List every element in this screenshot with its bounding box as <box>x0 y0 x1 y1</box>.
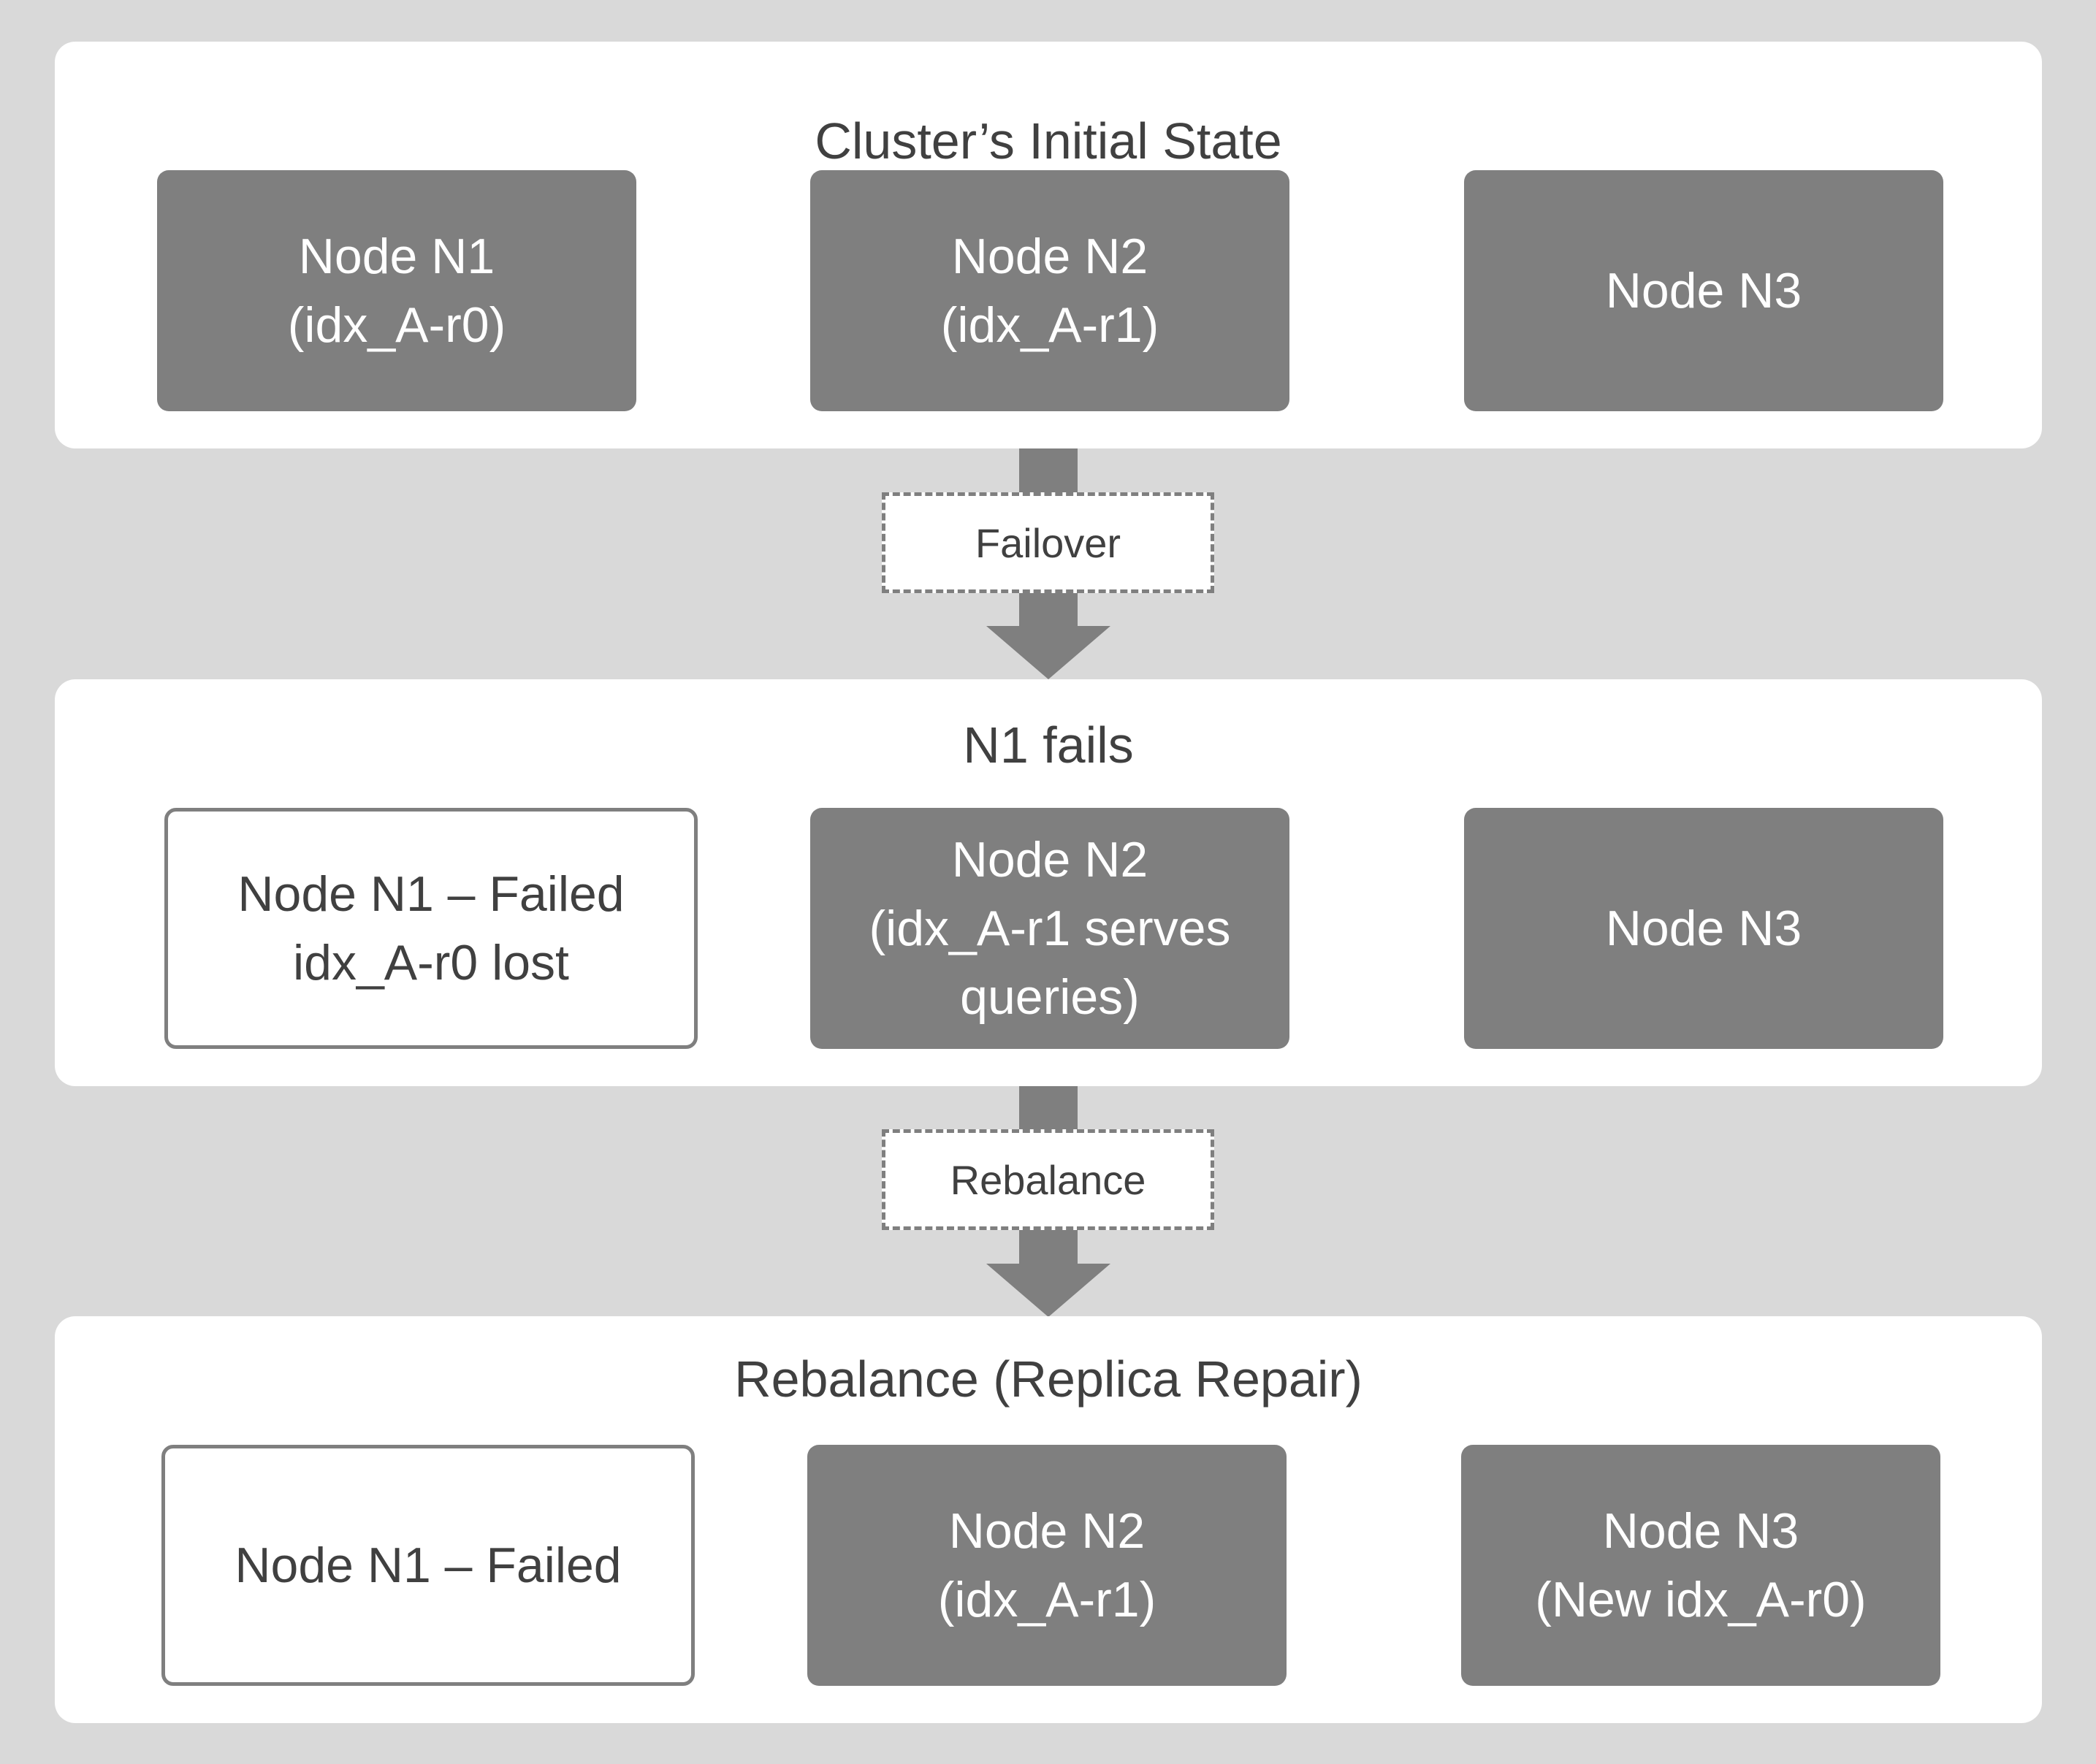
panel-rebalance: Rebalance (Replica Repair) Node N1 – Fai… <box>55 1316 2042 1723</box>
node-label: Node N3 <box>1602 1503 1799 1559</box>
node-label: (New idx_A-r0) <box>1535 1572 1867 1627</box>
node-label: Node N1 – Failed <box>237 866 625 922</box>
node-label: Node N3 <box>1605 901 1802 956</box>
panel-title: Rebalance (Replica Repair) <box>734 1351 1363 1408</box>
node-label: (idx_A-r1 serves <box>869 901 1231 956</box>
node-n1: Node N1 – Failed idx_A-r0 lost <box>164 808 698 1049</box>
panel-n1-fails: N1 fails Node N1 – Failed idx_A-r0 lost … <box>55 679 2042 1086</box>
node-n3: Node N3 <box>1464 170 1943 411</box>
panel-initial-state: Cluster’s Initial State Node N1 (idx_A-r… <box>55 42 2042 448</box>
node-label: (idx_A-r1) <box>940 297 1159 353</box>
node-n2: Node N2 (idx_A-r1) <box>807 1445 1287 1686</box>
node-label: Node N1 – Failed <box>235 1538 622 1593</box>
panel-title: Cluster’s Initial State <box>815 112 1282 169</box>
transition-label: Rebalance <box>950 1156 1146 1203</box>
panel-title: N1 fails <box>963 717 1134 774</box>
node-label: Node N2 <box>951 832 1148 887</box>
node-label: Node N2 <box>948 1503 1146 1559</box>
node-n3: Node N3 (New idx_A-r0) <box>1461 1445 1940 1686</box>
node-label: Node N3 <box>1605 263 1802 318</box>
node-label: (idx_A-r1) <box>937 1572 1156 1627</box>
node-n3: Node N3 <box>1464 808 1943 1049</box>
node-n2: Node N2 (idx_A-r1 serves queries) <box>810 808 1289 1049</box>
transition-failover: Failover <box>882 492 1214 593</box>
node-label: idx_A-r0 lost <box>293 935 569 990</box>
transition-rebalance: Rebalance <box>882 1129 1214 1230</box>
node-n1: Node N1 – Failed <box>161 1445 695 1686</box>
node-label: Node N2 <box>951 229 1148 284</box>
node-label: queries) <box>960 969 1140 1025</box>
node-label: (idx_A-r0) <box>287 297 506 353</box>
node-label: Node N1 <box>298 229 495 284</box>
node-n2: Node N2 (idx_A-r1) <box>810 170 1289 411</box>
transition-label: Failover <box>975 519 1121 566</box>
node-n1: Node N1 (idx_A-r0) <box>157 170 636 411</box>
